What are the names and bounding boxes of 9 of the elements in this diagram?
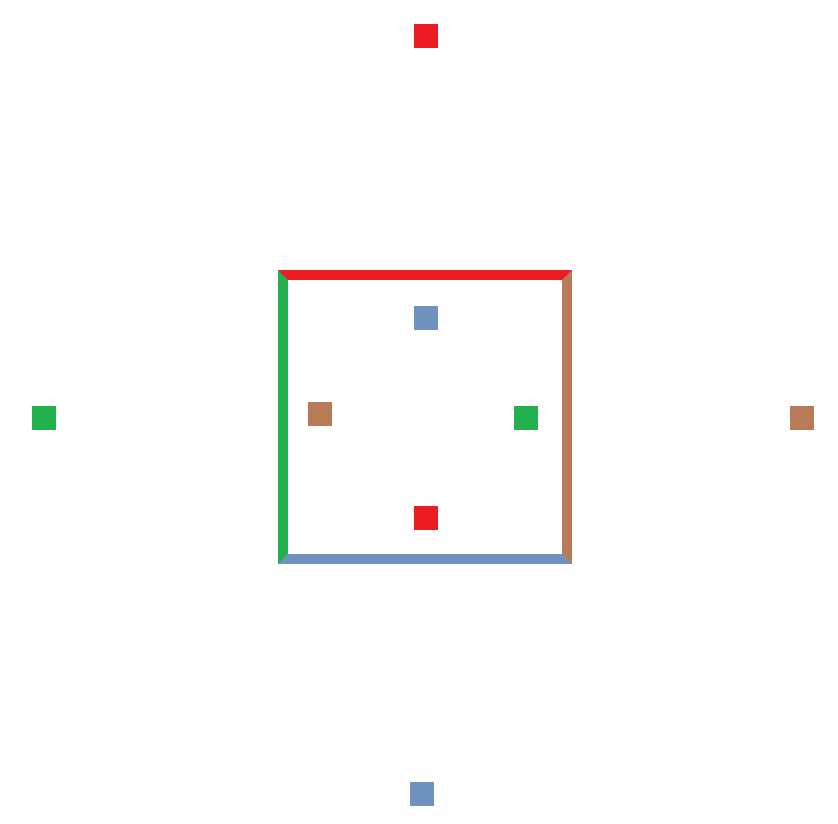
square-marker [308, 402, 332, 426]
square-marker [414, 306, 438, 330]
square-marker [414, 506, 438, 530]
square-marker [790, 406, 814, 430]
square-marker [32, 406, 56, 430]
square-marker [410, 782, 434, 806]
square-marker [514, 406, 538, 430]
square-marker [414, 24, 438, 48]
square-outline [278, 270, 572, 564]
